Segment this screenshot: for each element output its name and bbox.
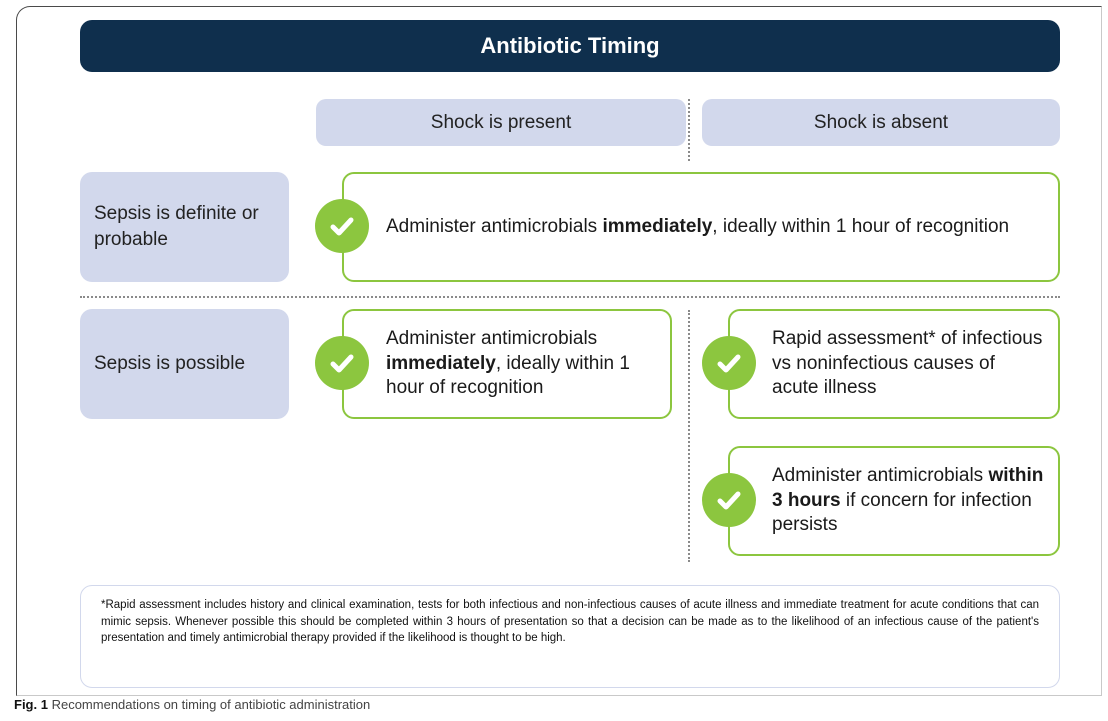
figure-caption-label: Fig. 1 bbox=[14, 697, 48, 712]
recommendation-possible-shock-pre: Administer antimicrobials bbox=[386, 327, 598, 349]
row-header-definite: Sepsis is definite or probable bbox=[80, 172, 289, 282]
recommendation-possible-assessment: Rapid assessment* of infectious vs nonin… bbox=[728, 309, 1060, 419]
row-divider bbox=[80, 296, 1060, 298]
recommendation-definite: Administer antimicrobials immediately, i… bbox=[342, 172, 1060, 282]
check-circle-icon bbox=[315, 336, 369, 390]
recommendation-definite-pre: Administer antimicrobials bbox=[386, 215, 603, 237]
recommendation-possible-shock-post: , ideally within 1 hour of recognition bbox=[386, 352, 630, 399]
figure-caption-text: Recommendations on timing of antibiotic … bbox=[51, 697, 371, 712]
column-divider-top bbox=[688, 99, 690, 161]
figure-caption: Fig. 1 Recommendations on timing of anti… bbox=[14, 697, 370, 712]
recommendation-possible-within-3h-text: Administer antimicrobials within 3 hours… bbox=[772, 464, 1058, 538]
diagram-title-text: Antibiotic Timing bbox=[480, 33, 660, 58]
recommendation-possible-within-3h-post: if concern for infection persists bbox=[772, 489, 1032, 536]
figure-frame bbox=[16, 6, 1102, 696]
row-header-definite-label: Sepsis is definite or probable bbox=[94, 203, 259, 250]
footnote-box: *Rapid assessment includes history and c… bbox=[80, 585, 1060, 688]
recommendation-possible-within-3h: Administer antimicrobials within 3 hours… bbox=[728, 446, 1060, 556]
recommendation-possible-shock: Administer antimicrobials immediately, i… bbox=[342, 309, 672, 419]
recommendation-possible-within-3h-bold: within 3 hours bbox=[772, 464, 1044, 511]
recommendation-possible-assessment-text: Rapid assessment* of infectious vs nonin… bbox=[772, 327, 1058, 401]
check-circle-icon bbox=[702, 473, 756, 527]
column-header-shock-present-label: Shock is present bbox=[430, 111, 572, 133]
column-header-shock-present: Shock is present bbox=[316, 99, 686, 146]
check-circle-icon bbox=[315, 199, 369, 253]
check-circle-icon bbox=[702, 336, 756, 390]
recommendation-possible-shock-text: Administer antimicrobials immediately, i… bbox=[386, 327, 670, 401]
diagram-title: Antibiotic Timing bbox=[80, 20, 1060, 72]
column-header-shock-absent: Shock is absent bbox=[702, 99, 1060, 146]
recommendation-possible-shock-bold: immediately bbox=[386, 352, 496, 374]
column-divider-bottom bbox=[688, 310, 690, 562]
recommendation-definite-post: , ideally within 1 hour of recognition bbox=[712, 215, 1010, 237]
footnote-text: *Rapid assessment includes history and c… bbox=[101, 599, 1039, 645]
recommendation-definite-bold: immediately bbox=[602, 215, 713, 237]
row-header-possible: Sepsis is possible bbox=[80, 309, 289, 419]
row-header-possible-label: Sepsis is possible bbox=[94, 353, 246, 375]
recommendation-definite-text: Administer antimicrobials immediately, i… bbox=[386, 215, 1021, 240]
recommendation-possible-within-3h-pre: Administer antimicrobials bbox=[772, 464, 989, 486]
recommendation-possible-assessment-pre: Rapid assessment* of infectious vs nonin… bbox=[772, 327, 1043, 399]
column-header-shock-absent-label: Shock is absent bbox=[813, 111, 949, 133]
